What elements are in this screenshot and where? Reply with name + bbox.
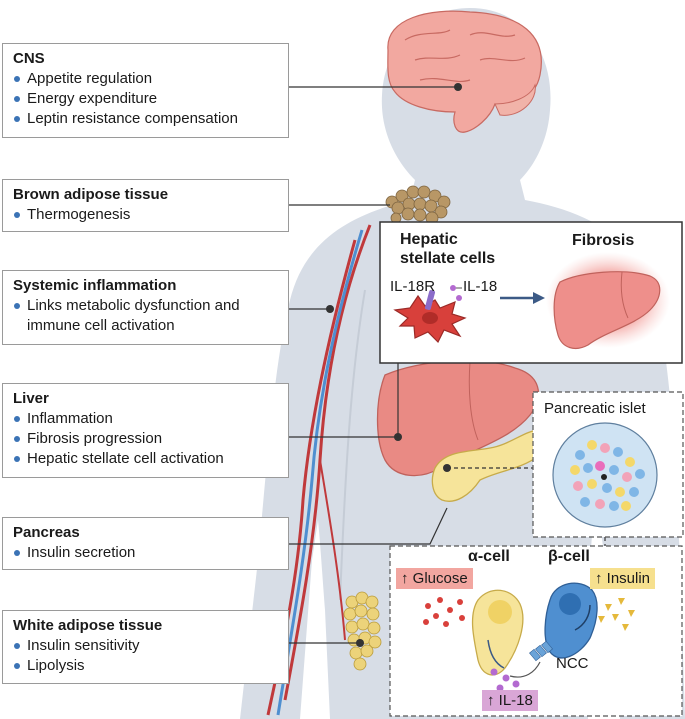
ncc-label: NCC <box>556 655 589 672</box>
islet-title: Pancreatic islet <box>544 400 646 417</box>
islet-cells <box>570 440 645 511</box>
bat-box: Brown adipose tissue Thermogenesis <box>2 179 289 232</box>
wat-title: White adipose tissue <box>13 617 163 634</box>
fibrosis-title: Fibrosis <box>572 232 635 249</box>
il18r-label: IL-18R <box>390 278 436 295</box>
wat-box: White adipose tissue Insulin sensitivity… <box>2 610 289 684</box>
cns-item: Energy expenditure <box>13 89 280 109</box>
glucose-molecules <box>423 597 465 627</box>
bat-title: Brown adipose tissue <box>13 186 169 203</box>
cns-item: Leptin resistance compensation <box>13 109 280 129</box>
white-adipose-illustration <box>343 591 382 671</box>
pancreas-box: Pancreas Insulin secretion <box>2 517 289 570</box>
il18-tag: ↑ IL-18 <box>482 690 538 711</box>
inflammation-title: Systemic inflammation <box>13 277 177 294</box>
stellate-title: Hepatic stellate cells <box>400 230 495 268</box>
cns-box: CNS Appetite regulation Energy expenditu… <box>2 43 289 138</box>
cns-title: CNS <box>13 50 45 67</box>
liver-item: Inflammation <box>13 409 280 429</box>
wat-item: Insulin sensitivity <box>13 636 280 656</box>
insulin-molecules <box>598 598 635 631</box>
fibrotic-liver-illustration <box>553 271 661 349</box>
insulin-tag: ↑ Insulin <box>590 568 656 589</box>
glucose-tag: ↑ Glucose <box>396 568 473 589</box>
il18-molecules <box>490 668 520 692</box>
connector-lines <box>289 86 606 644</box>
liver-title: Liver <box>13 390 49 407</box>
stellate-title-line2: stellate cells <box>400 250 496 267</box>
il18-label: IL-18 <box>463 278 498 295</box>
inflammation-item: Links metabolic dysfunction and immune c… <box>13 296 267 336</box>
alpha-cell-label: α-cell <box>468 548 510 565</box>
cns-item: Appetite regulation <box>13 69 280 89</box>
wat-item: Lipolysis <box>13 656 280 676</box>
ncc-receptor <box>529 640 553 662</box>
beta-cell-label: β-cell <box>548 548 590 565</box>
liver-box: Liver Inflammation Fibrosis progression … <box>2 383 289 478</box>
bat-item: Thermogenesis <box>13 205 280 225</box>
stellate-title-line1: Hepatic <box>400 231 458 248</box>
pancreas-title: Pancreas <box>13 524 80 541</box>
brown-adipose-illustration <box>385 185 451 225</box>
liver-item: Hepatic stellate cell activation <box>13 449 280 469</box>
liver-item: Fibrosis progression <box>13 429 280 449</box>
inflammation-box: Systemic inflammation Links metabolic dy… <box>2 270 289 345</box>
brain-illustration <box>387 10 542 133</box>
pancreas-item: Insulin secretion <box>13 543 280 563</box>
beta-cell-illustration <box>544 582 598 659</box>
